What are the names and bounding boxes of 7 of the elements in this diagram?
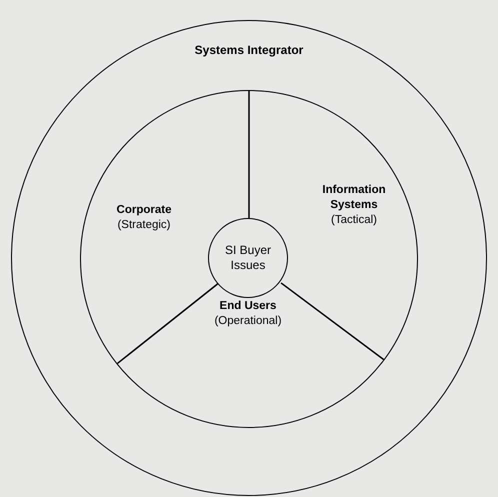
sector-subtitle: (Tactical) — [330, 213, 377, 228]
sector-heading: Corporate — [116, 203, 172, 218]
sector-subtitle: (Strategic) — [117, 218, 171, 233]
sector-subtitle: (Operational) — [214, 314, 282, 329]
ring-title: Systems Integrator — [194, 42, 304, 59]
sector-heading: Information Systems — [321, 183, 387, 213]
sector-heading: End Users — [220, 299, 276, 314]
